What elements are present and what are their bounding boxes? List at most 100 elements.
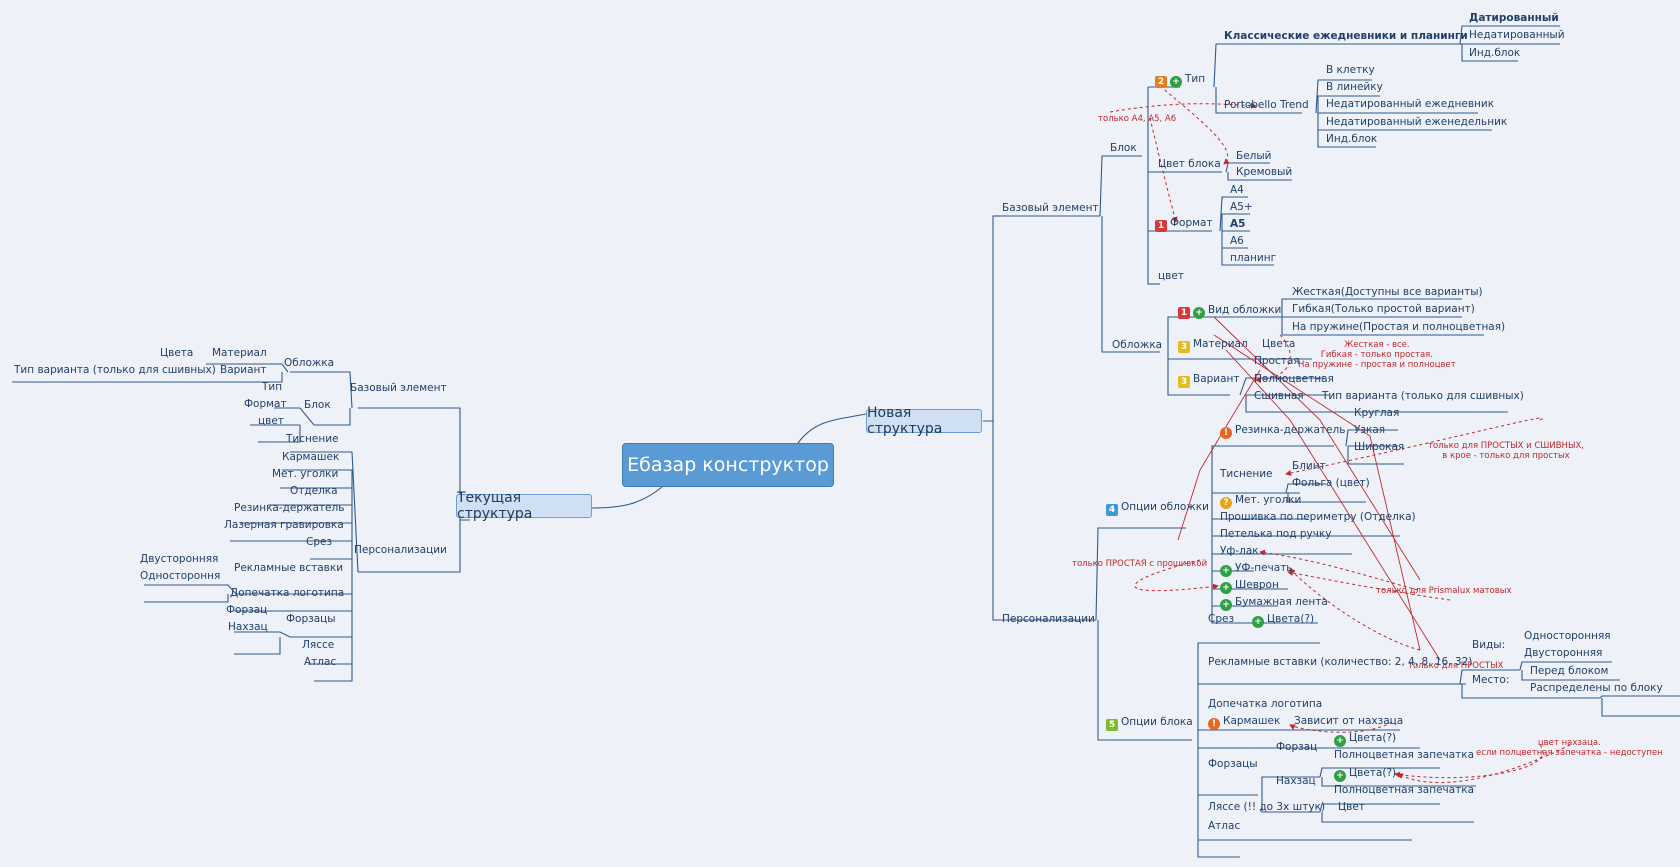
variant-item[interactable]: Сшивная [1254,390,1304,402]
node-personal[interactable]: Персонализации [1002,613,1095,625]
node-emboss[interactable]: Тиснение [1220,468,1273,480]
left-personal-item[interactable]: Резинка-держатель [234,502,345,514]
variant-type[interactable]: Тип варианта (только для сшивных) [1322,390,1524,402]
left-cover[interactable]: Обложка [284,357,335,369]
format-item[interactable]: А5 [1230,218,1246,230]
left-variant-type[interactable]: Тип варианта (только для сшивных) [14,364,216,376]
classic-item[interactable]: Недатированный [1469,29,1565,41]
node-pocket-dep[interactable]: Зависит от нахзаца [1294,715,1404,727]
portobello-item[interactable]: Недатированный ежедневник [1326,98,1495,110]
node-block-color[interactable]: Цвет блока [1158,158,1221,170]
node-ribbon[interactable]: Ляссе (!! до 3х штук) [1208,801,1326,813]
left-personal-item[interactable]: Мет. уголки [272,468,339,480]
node-corners[interactable]: ?Мет. уголки [1220,494,1301,509]
portobello-item[interactable]: Инд.блок [1326,133,1378,145]
node-uv-lak[interactable]: Уф-лак [1220,545,1259,557]
node-nahzac[interactable]: Нахзац [1276,775,1316,787]
variant-item[interactable]: Полноцветная [1254,373,1334,385]
nahzac-print[interactable]: Полноцветная запечатка [1334,784,1475,796]
left-personal-item[interactable]: Кармашек [282,451,340,463]
cover-type-item[interactable]: Гибкая(Только простой вариант) [1292,303,1475,315]
emboss-item[interactable]: Фольга (цвет) [1292,477,1370,489]
left-endpapers-item[interactable]: Форзац [226,604,268,616]
left-block-item[interactable]: цвет [258,415,284,427]
left-variant[interactable]: Вариант [220,364,267,376]
node-cover[interactable]: Обложка [1112,339,1163,351]
material-colors[interactable]: Цвета [1262,338,1296,350]
left-colors[interactable]: Цвета [160,347,194,359]
node-rubber[interactable]: !Резинка-держатель [1220,424,1345,439]
place-item[interactable]: Распределены по блоку [1530,682,1663,694]
left-personal-item[interactable]: Лазерная гравировка [224,519,344,531]
emboss-item[interactable]: Блинт [1292,460,1326,472]
block-color-item[interactable]: Кремовый [1236,166,1293,178]
left-personal-item[interactable]: Отделка [290,485,338,497]
node-inserts[interactable]: Рекламные вставки (количество: 2, 4, 8, … [1208,656,1473,668]
left-personal[interactable]: Персонализации [354,544,447,556]
node-color[interactable]: цвет [1158,270,1184,282]
left-logo[interactable]: Допечатка логотипа [230,587,345,599]
topic-current-structure[interactable]: Текущая структура [456,490,592,522]
rubber-item[interactable]: Узкая [1354,424,1386,436]
node-classic[interactable]: Классические ежедневники и планинги [1224,30,1468,42]
portobello-item[interactable]: В клетку [1326,64,1375,76]
node-place[interactable]: Место: [1472,674,1510,686]
left-inserts-item[interactable]: Одностороння [140,570,221,582]
topic-new-structure[interactable]: Новая структура [866,405,982,437]
block-color-item[interactable]: Белый [1236,150,1272,162]
node-forzac[interactable]: Форзац [1276,741,1318,753]
node-chevron[interactable]: +Шеврон [1220,579,1279,594]
node-atlas[interactable]: Атлас [1208,820,1241,832]
left-base[interactable]: Базовый элемент [350,382,447,394]
classic-item[interactable]: Инд.блок [1469,47,1521,59]
kinds-item[interactable]: Двусторонняя [1524,647,1603,659]
node-paper-tape[interactable]: +Бумажная лента [1220,596,1328,611]
node-cut-color[interactable]: +Цвета(?) [1252,613,1314,628]
node-kinds[interactable]: Виды: [1472,639,1506,651]
format-item[interactable]: А5+ [1230,201,1253,213]
rubber-item[interactable]: Широкая [1354,441,1405,453]
node-pocket[interactable]: !Кармашек [1208,715,1280,730]
node-endpapers[interactable]: Форзацы [1208,758,1258,770]
left-block[interactable]: Блок [304,399,331,411]
format-item[interactable]: А6 [1230,235,1244,247]
rubber-item[interactable]: Круглая [1354,407,1400,419]
place-item[interactable]: Перед блоком [1530,665,1609,677]
classic-item[interactable]: Датированный [1469,12,1559,24]
node-cut[interactable]: Срез [1208,613,1235,625]
left-material[interactable]: Материал [212,347,267,359]
left-inserts-item[interactable]: Двусторонняя [140,553,219,565]
left-endpapers[interactable]: Форзацы [286,613,336,625]
format-item[interactable]: А4 [1230,184,1244,196]
portobello-item[interactable]: В линейку [1326,81,1383,93]
node-loop[interactable]: Петелька под ручку [1220,528,1332,540]
node-block[interactable]: Блок [1110,142,1137,154]
node-base[interactable]: Базовый элемент [1002,202,1099,214]
node-cover-type[interactable]: 1+Вид обложки [1178,304,1281,319]
format-item[interactable]: планинг [1230,252,1277,264]
node-logo[interactable]: Допечатка логотипа [1208,698,1323,710]
kinds-item[interactable]: Односторонняя [1524,630,1611,642]
cover-type-item[interactable]: Жесткая(Доступны все варианты) [1292,286,1483,298]
forzac-print[interactable]: Полноцветная запечатка [1334,749,1475,761]
central-topic[interactable]: Ебазар конструктор [622,443,834,487]
node-type[interactable]: 2+Тип [1155,73,1205,88]
ribbon-color[interactable]: Цвет [1338,801,1365,813]
left-personal-item[interactable]: Срез [306,536,333,548]
node-stitch[interactable]: Прошивка по периметру (Отделка) [1220,511,1416,523]
left-endpapers-item[interactable]: Нахзац [228,621,268,633]
node-portobello[interactable]: Portobello Trend [1224,99,1309,111]
portobello-item[interactable]: Недатированный еженедельник [1326,116,1508,128]
left-tail-item[interactable]: Атлас [304,656,337,668]
node-uv-print[interactable]: +УФ-печать [1220,562,1293,577]
variant-item[interactable]: Простая [1254,355,1300,367]
left-tail-item[interactable]: Ляссе [302,639,335,651]
left-block-item[interactable]: Тип [262,381,283,393]
nahzac-color[interactable]: +Цвета(?) [1334,767,1396,782]
left-personal-item[interactable]: Тиснение [286,433,339,445]
